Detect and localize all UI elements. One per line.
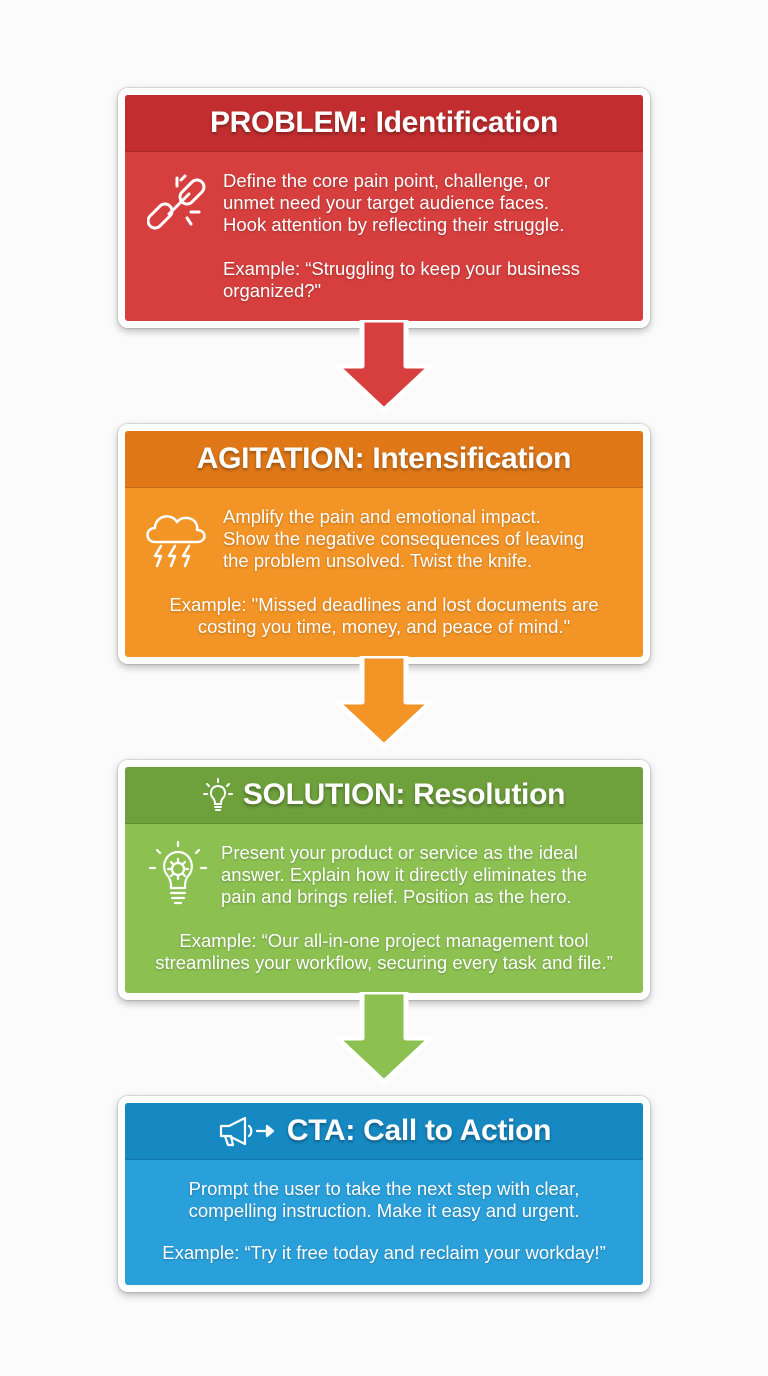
problem-description-line-3: Hook attention by reflecting their strug…: [223, 214, 565, 235]
agitation-description-line-2: Show the negative consequences of leavin…: [223, 528, 585, 549]
solution-card: SOLUTION: Resolution P: [118, 760, 650, 1000]
problem-example-line-1: Example: “Struggling to keep your busine…: [223, 258, 580, 279]
solution-example-line-2: streamlines your workflow, securing ever…: [155, 952, 613, 973]
agitation-description-line-3: the problem unsolved. Twist the knife.: [223, 550, 533, 571]
solution-header: SOLUTION: Resolution: [125, 767, 643, 824]
agitation-example-line-2: costing you time, money, and peace of mi…: [197, 616, 571, 637]
storm-cloud-icon: [141, 506, 211, 575]
problem-description-line-1: Define the core pain point, challenge, o…: [223, 170, 551, 191]
cta-title: CTA: Call to Action: [286, 1114, 552, 1147]
arrow-agitation-to-solution: [334, 656, 434, 749]
solution-description-line-1: Present your product or service as the i…: [221, 842, 578, 863]
solution-description-line-3: pain and brings relief. Position as the …: [221, 886, 572, 907]
cta-description-line-1: Prompt the user to take the next step wi…: [188, 1178, 580, 1199]
cta-header: CTA: Call to Action: [125, 1103, 643, 1160]
agitation-header: AGITATION: Intensification: [125, 431, 643, 488]
problem-example-line-2: organized?": [223, 280, 322, 301]
agitation-card: AGITATION: Intensification Amplify the p…: [118, 424, 650, 664]
problem-title: PROBLEM: Identification: [209, 106, 559, 139]
arrow-solution-to-cta: [334, 992, 434, 1085]
lightbulb-icon: [202, 778, 233, 812]
problem-header: PROBLEM: Identification: [125, 95, 643, 152]
solution-description-line-2: answer. Explain how it directly eliminat…: [221, 864, 588, 885]
cta-description-line-2: compelling instruction. Make it easy and…: [188, 1200, 580, 1221]
broken-link-icon: [146, 172, 211, 241]
solution-title: SOLUTION: Resolution: [242, 778, 566, 811]
solution-example-line-1: Example: “Our all-in-one project managem…: [179, 930, 589, 951]
agitation-description-line-1: Amplify the pain and emotional impact.: [223, 506, 541, 527]
arrow-problem-to-agitation: [334, 320, 434, 413]
agitation-example-line-1: Example: "Missed deadlines and lost docu…: [169, 594, 599, 615]
cta-card: CTA: Call to Action Prompt the user to t…: [118, 1096, 650, 1292]
problem-card: PROBLEM: Identification Define the core …: [118, 88, 650, 328]
cta-example-line-1: Example: “Try it free today and reclaim …: [162, 1242, 606, 1263]
agitation-title: AGITATION: Intensification: [196, 442, 572, 475]
lightbulb-gear-icon: [147, 840, 209, 915]
problem-description-line-2: unmet need your target audience faces.: [223, 192, 550, 213]
megaphone-icon: [217, 1114, 277, 1148]
